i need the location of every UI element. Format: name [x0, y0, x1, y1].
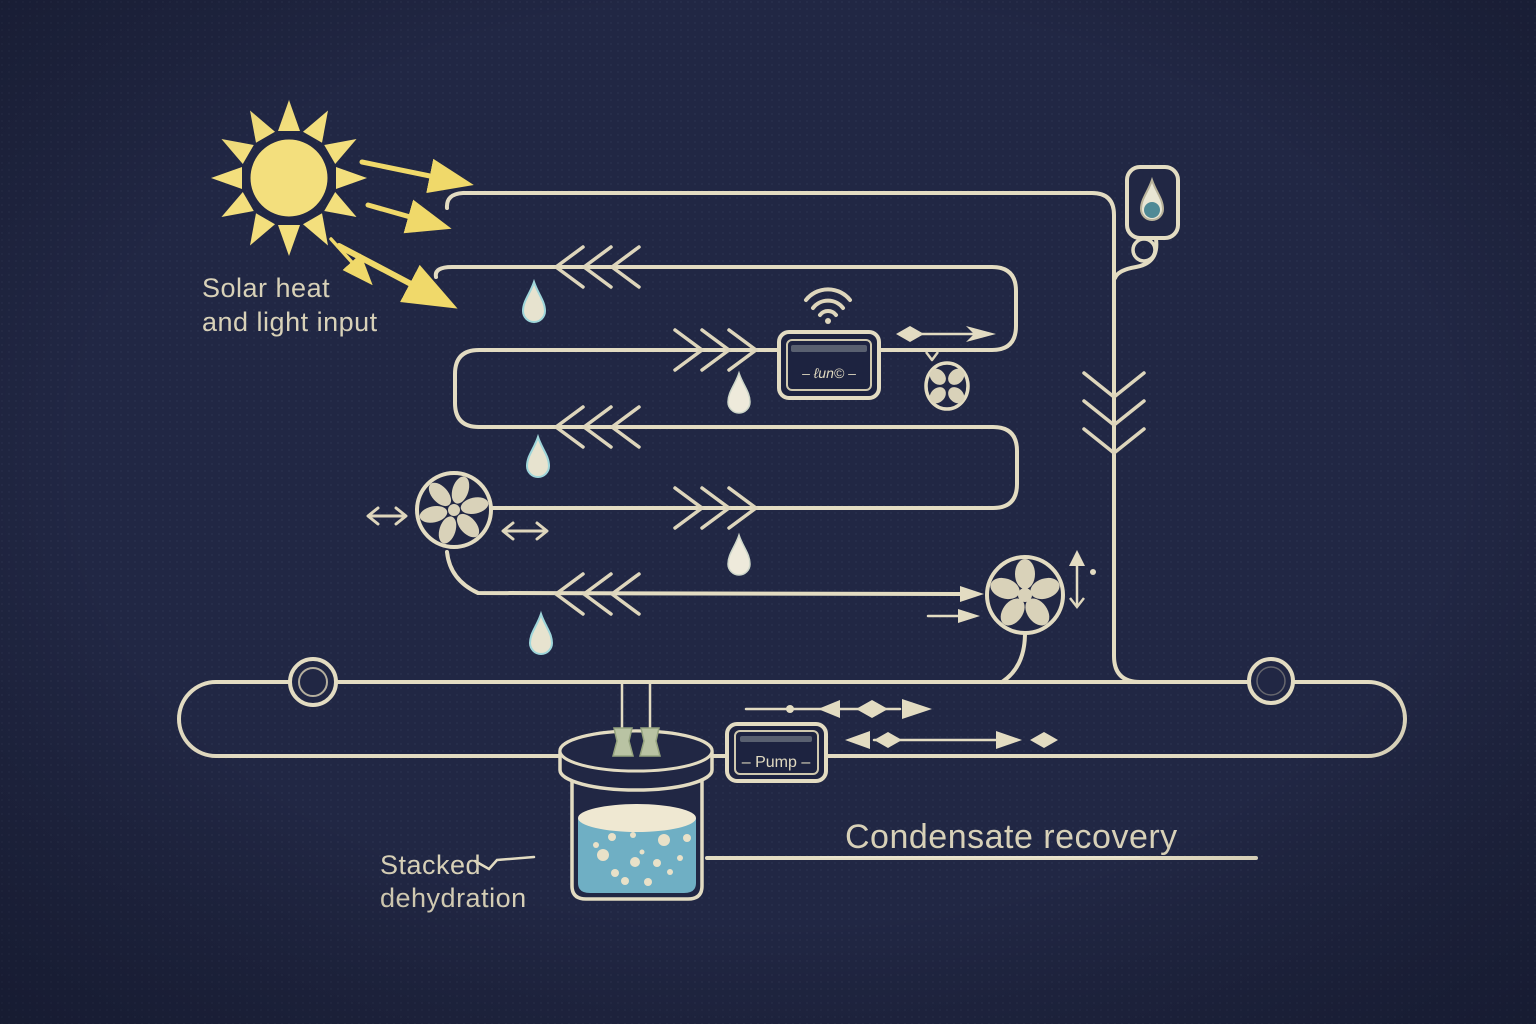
diagram-canvas: – ℓun© –	[0, 0, 1536, 1024]
solar-dehydration-diagram: – ℓun© –	[0, 0, 1536, 1024]
vignette-overlay	[0, 0, 1536, 1024]
